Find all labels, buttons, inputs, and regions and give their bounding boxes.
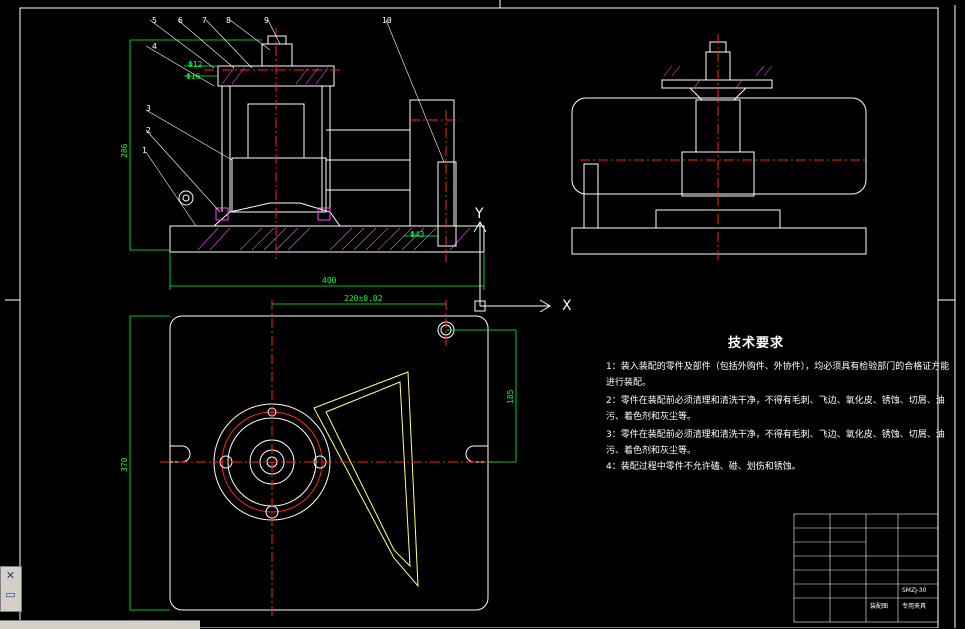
ucs-icon: [473, 221, 551, 313]
title-block: [793, 513, 939, 623]
balloon-9: 9: [264, 16, 269, 25]
dim-185: 185: [506, 389, 515, 404]
balloon-7: 7: [202, 16, 207, 25]
requirement-line: 污、着色剂和灰尘等。: [606, 412, 697, 422]
requirement-line: 污、着色剂和灰尘等。: [606, 446, 697, 456]
tool-palette: ✕ ▭: [0, 566, 22, 612]
title-block-drawing-no: SMZJ-30: [902, 587, 927, 594]
balloon-6: 6: [178, 16, 183, 25]
x-axis-icon[interactable]: ✕: [5, 569, 16, 582]
balloon-3: 3: [146, 104, 151, 113]
requirement-line: 2：零件在装配前必须清理和清洗干净，不得有毛刺、飞边、氧化皮、锈蚀、切屑、油: [606, 396, 945, 406]
requirement-line: 3：零件在装配前必须清理和清洗干净，不得有毛刺、飞边、氧化皮、锈蚀、切屑、油: [606, 430, 945, 440]
axis-y-label: Y: [475, 206, 484, 222]
front-view: [129, 19, 485, 290]
requirements-title: 技术要求: [728, 336, 785, 351]
layout-icon[interactable]: ▭: [5, 588, 16, 601]
balloon-10: 10: [382, 16, 392, 25]
title-block-label-b: 专用夹具: [902, 603, 927, 610]
axis-x-label: X: [562, 298, 572, 314]
requirement-line: 1：装入装配的零件及部件（包括外购件、外协件），均必须具有检验部门的合格证方能: [606, 362, 950, 372]
dim-phi43: Φ43: [410, 230, 425, 239]
drawing-frame: [5, 0, 956, 628]
dim-phi12: Φ12: [188, 60, 203, 69]
balloon-8: 8: [226, 16, 231, 25]
status-bar: [0, 620, 200, 629]
requirement-line: 4：装配过程中零件不允许磕、碰、划伤和锈蚀。: [606, 462, 801, 472]
balloon-4: 4: [152, 42, 157, 51]
side-view: [571, 34, 867, 262]
requirement-line: 进行装配。: [606, 378, 652, 388]
dim-400: 400: [322, 276, 337, 285]
balloon-5: 5: [152, 16, 157, 25]
balloon-2: 2: [146, 126, 151, 135]
dim-286: 286: [120, 143, 129, 158]
dim-220: 220±0.02: [344, 294, 383, 303]
top-view: [129, 300, 517, 616]
title-block-label-a: 装配图: [870, 603, 889, 610]
balloon-1: 1: [142, 146, 147, 155]
dim-phi16: Φ16: [186, 72, 201, 81]
dim-370: 370: [120, 457, 129, 472]
